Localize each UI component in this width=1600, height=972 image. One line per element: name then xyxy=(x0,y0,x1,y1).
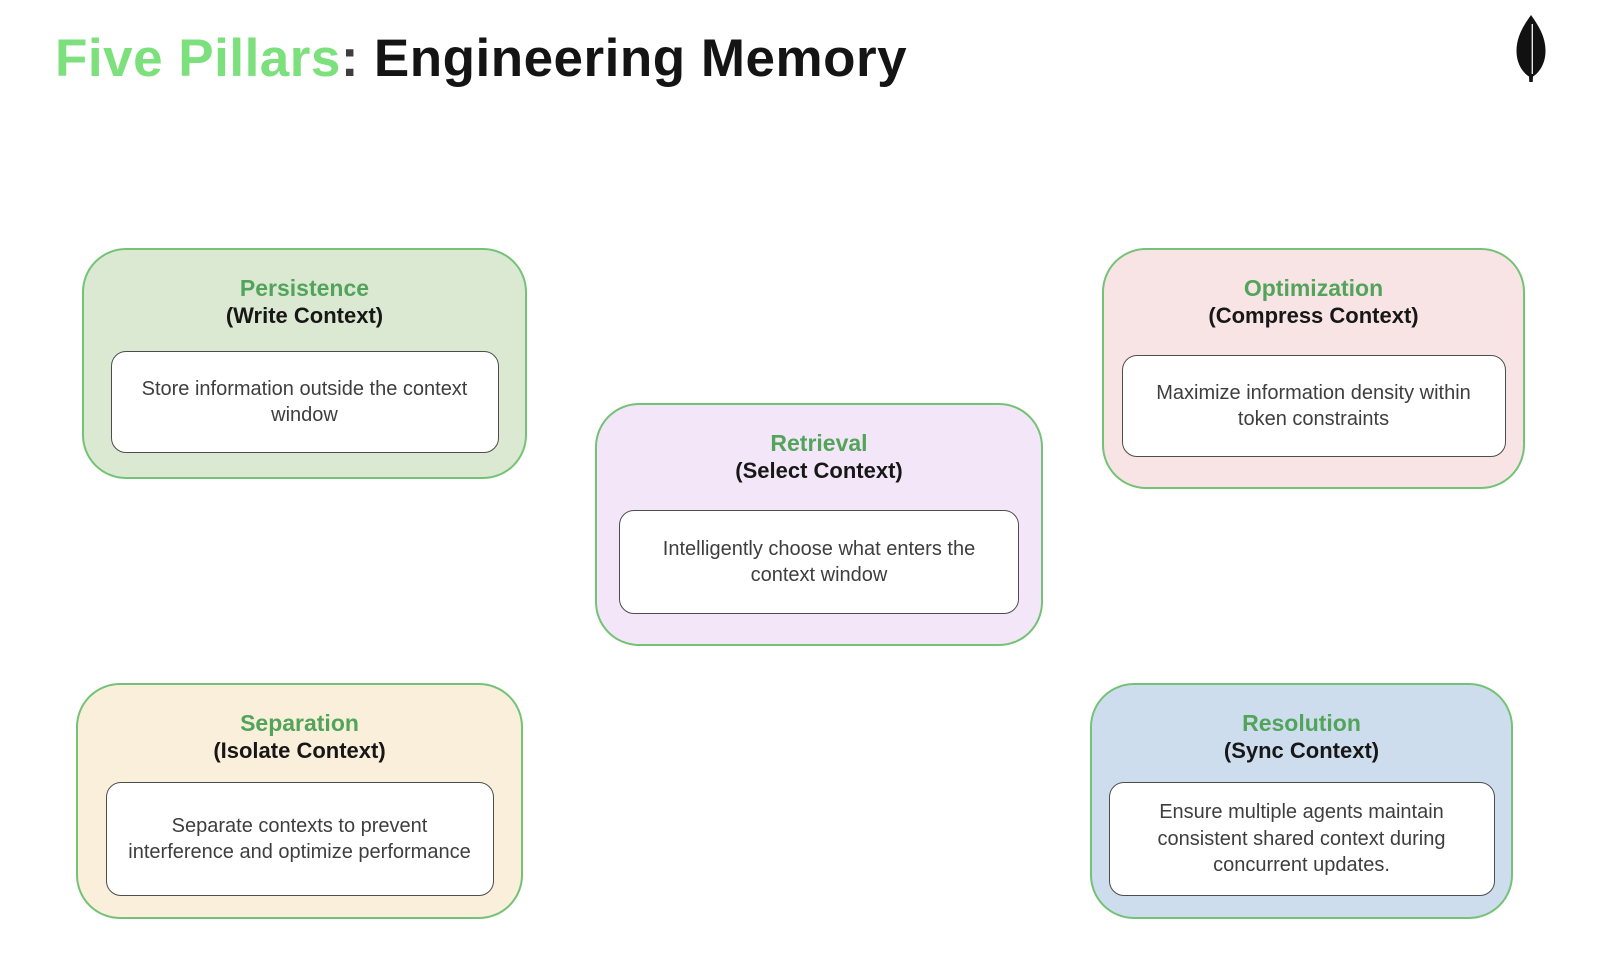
pillar-description-box: Separate contexts to prevent interferenc… xyxy=(105,782,494,896)
pillar-subtitle: (Sync Context) xyxy=(1223,738,1380,763)
pillar-description-box: Maximize information density within toke… xyxy=(1121,355,1506,457)
pillar-title: Persistence xyxy=(239,275,370,301)
pillar-description-box: Store information outside the context wi… xyxy=(110,351,499,453)
pillar-subtitle: (Write Context) xyxy=(225,303,384,328)
pillar-card-retrieval: Retrieval (Select Context) Intelligently… xyxy=(595,403,1043,646)
pillar-title: Resolution xyxy=(1242,710,1361,736)
pillar-description-box: Intelligently choose what enters the con… xyxy=(619,510,1019,614)
pillar-subtitle: (Select Context) xyxy=(735,458,903,483)
pillar-card-persistence: Persistence (Write Context) Store inform… xyxy=(82,248,527,479)
pillar-description-box: Ensure multiple agents maintain consiste… xyxy=(1108,782,1495,896)
pillar-title: Optimization xyxy=(1243,275,1384,301)
pillar-description: Intelligently choose what enters the con… xyxy=(662,537,976,586)
pillar-title: Retrieval xyxy=(770,430,868,456)
pillar-description: Store information outside the context wi… xyxy=(141,377,468,426)
pillar-subtitle: (Compress Context) xyxy=(1208,303,1419,328)
page-title: Five Pillars:Engineering Memory xyxy=(55,28,907,89)
pillar-description: Maximize information density within toke… xyxy=(1156,381,1471,430)
pillar-description: Ensure multiple agents maintain consiste… xyxy=(1157,801,1446,877)
page-title-rest: Engineering Memory xyxy=(373,29,908,88)
mongodb-leaf-icon xyxy=(1513,14,1549,82)
pillar-card-optimization: Optimization (Compress Context) Maximize… xyxy=(1102,248,1525,489)
page-title-highlight: Five Pillars xyxy=(55,29,341,88)
pillar-card-separation: Separation (Isolate Context) Separate co… xyxy=(76,683,523,919)
pillar-description: Separate contexts to prevent interferenc… xyxy=(128,814,471,863)
page-title-separator: : xyxy=(340,29,360,88)
pillar-subtitle: (Isolate Context) xyxy=(213,738,386,763)
pillar-title: Separation xyxy=(240,710,359,736)
pillar-card-resolution: Resolution (Sync Context) Ensure multipl… xyxy=(1090,683,1513,919)
